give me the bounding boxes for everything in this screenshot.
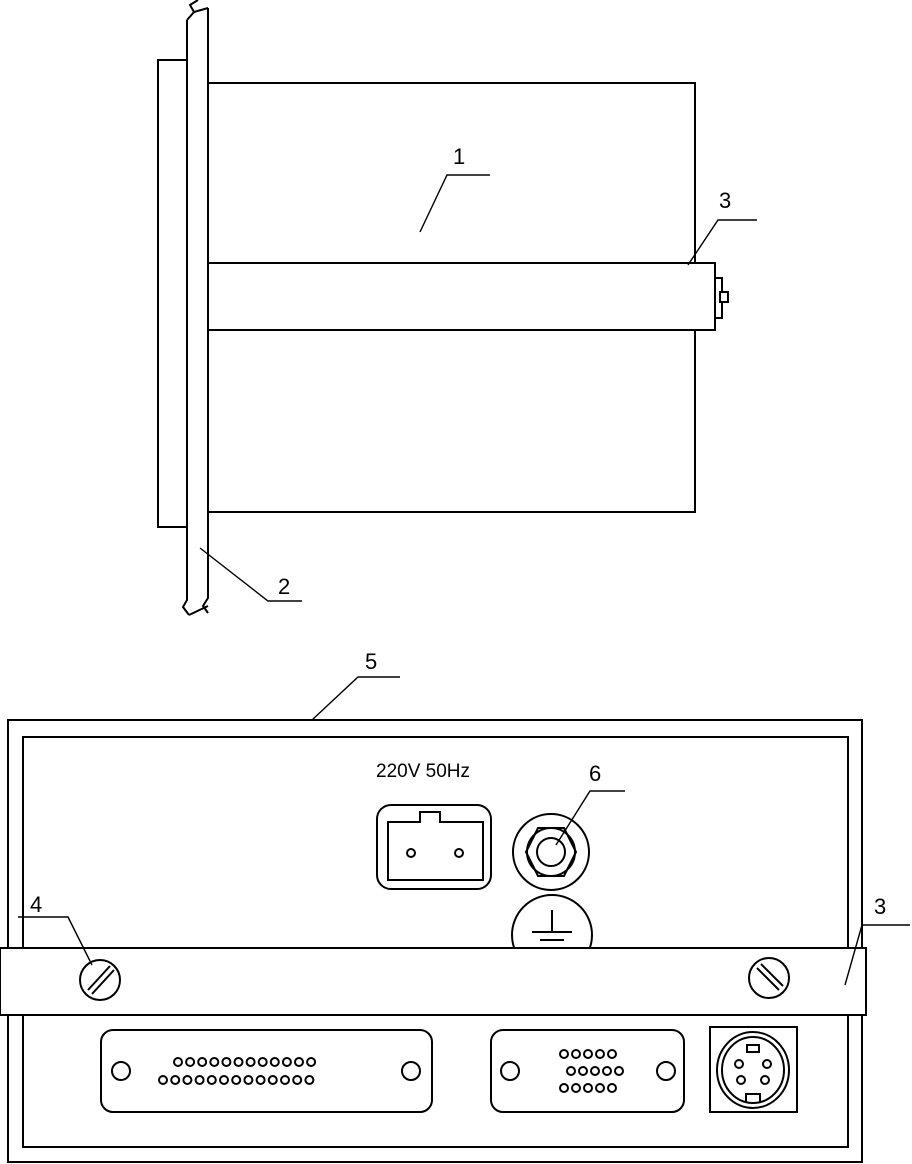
connector-pin xyxy=(559,1083,569,1093)
connector-pin xyxy=(170,1075,181,1085)
coax-connector xyxy=(512,813,590,891)
leader-line-2 xyxy=(199,547,302,602)
connector-pin xyxy=(182,1075,193,1085)
connector-pin xyxy=(294,1057,304,1067)
connector-pin xyxy=(578,1066,588,1076)
connector-pin xyxy=(231,1075,242,1085)
leader-line-3-side xyxy=(687,219,757,266)
label-3-side: 3 xyxy=(719,188,731,213)
connector-pin xyxy=(306,1057,317,1067)
rear-outer-frame xyxy=(7,719,863,1163)
panel-break-lines xyxy=(188,7,209,616)
screw-right-icon xyxy=(748,957,790,999)
connector-pin xyxy=(281,1057,292,1067)
label-1: 1 xyxy=(453,144,465,169)
mini-din-connector xyxy=(709,1026,798,1113)
connector-pin xyxy=(219,1075,229,1085)
mounting-panel xyxy=(181,0,209,616)
front-bezel xyxy=(157,59,188,528)
bar-end-tab xyxy=(719,291,729,303)
connector-pin xyxy=(206,1075,217,1085)
screw-left-icon xyxy=(79,959,121,1001)
connector-pin xyxy=(185,1057,196,1067)
label-4: 4 xyxy=(30,892,42,917)
connector-pin xyxy=(559,1049,569,1059)
connector-pin xyxy=(221,1057,232,1067)
connector-pin xyxy=(158,1075,168,1085)
connector-pin xyxy=(209,1057,220,1067)
connector-pin xyxy=(566,1066,576,1076)
connector-pin xyxy=(194,1075,205,1085)
leader-line-4 xyxy=(18,916,93,966)
connector-pin xyxy=(292,1075,303,1085)
leader-line-5 xyxy=(311,676,400,721)
power-socket xyxy=(376,804,492,890)
connector-pin xyxy=(197,1057,208,1067)
connector-pin xyxy=(304,1075,315,1085)
connector-pin xyxy=(173,1057,183,1067)
label-3-rear: 3 xyxy=(874,894,886,919)
connector-pin xyxy=(233,1057,244,1067)
label-2: 2 xyxy=(278,574,290,599)
connector-pin xyxy=(267,1075,278,1085)
rear-inner-frame xyxy=(22,736,849,1148)
connector-pin xyxy=(595,1049,605,1059)
connector-pin xyxy=(583,1049,593,1059)
connector-pin xyxy=(583,1083,593,1093)
connector-pin xyxy=(255,1075,266,1085)
vga-connector xyxy=(490,1029,685,1113)
connector-pin xyxy=(607,1049,617,1059)
mounting-bar-rear xyxy=(0,947,867,1016)
db25-connector xyxy=(100,1029,433,1113)
connector-pin xyxy=(571,1049,581,1059)
side-view: 1 3 2 xyxy=(157,0,757,616)
connector-pin xyxy=(607,1083,617,1093)
label-5: 5 xyxy=(365,649,377,674)
leader-line-3-rear xyxy=(844,924,910,986)
connector-pin xyxy=(571,1083,581,1093)
label-6: 6 xyxy=(589,761,601,786)
connector-pin xyxy=(245,1057,256,1067)
connector-pin xyxy=(257,1057,268,1067)
connector-pin xyxy=(280,1075,290,1085)
connector-pin xyxy=(590,1066,600,1076)
power-rating-text: 220V 50Hz xyxy=(376,761,470,782)
mounting-bar xyxy=(207,262,716,331)
leader-line-1 xyxy=(419,174,490,233)
connector-pin xyxy=(614,1066,624,1076)
connector-pin xyxy=(602,1066,612,1076)
connector-pin xyxy=(595,1083,605,1093)
connector-pin xyxy=(269,1057,280,1067)
connector-pin xyxy=(243,1075,254,1085)
leader-line-6 xyxy=(555,790,625,846)
rear-view: 5 220V 50Hz 6 4 xyxy=(0,649,910,1163)
